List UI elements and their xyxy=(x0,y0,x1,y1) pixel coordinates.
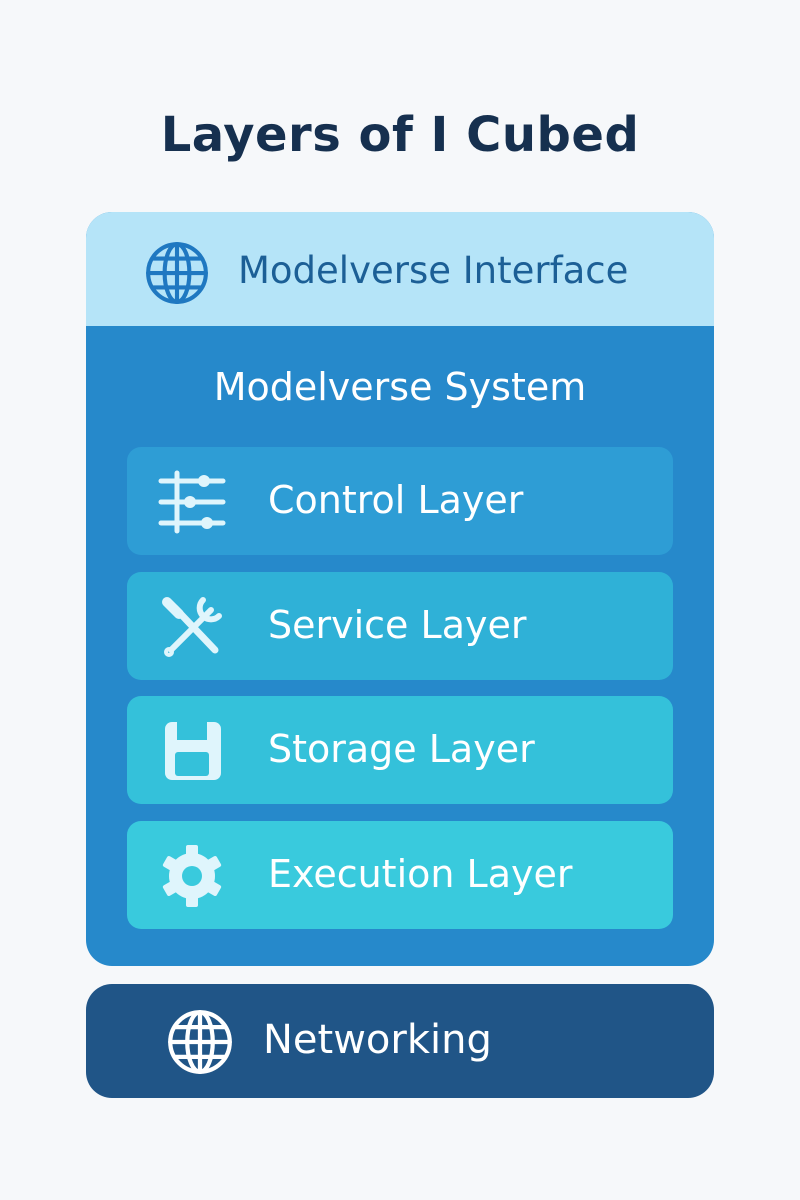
control-layer-label: Control Layer xyxy=(268,478,524,522)
modelverse-interface-bar: Modelverse Interface xyxy=(86,212,714,326)
gear-icon xyxy=(162,845,222,907)
service-layer-card: Service Layer xyxy=(127,572,673,680)
tools-icon xyxy=(162,597,222,657)
execution-layer-card: Execution Layer xyxy=(127,821,673,929)
sliders-icon xyxy=(158,470,226,534)
modelverse-interface-label: Modelverse Interface xyxy=(238,249,629,292)
storage-layer-card: Storage Layer xyxy=(127,696,673,804)
globe-icon xyxy=(168,1010,232,1074)
diagram-title: Layers of I Cubed xyxy=(160,107,640,163)
control-layer-card: Control Layer xyxy=(127,447,673,555)
networking-bar: Networking xyxy=(86,984,714,1098)
modelverse-system-label: Modelverse System xyxy=(213,365,587,409)
networking-label: Networking xyxy=(263,1017,492,1063)
storage-layer-label: Storage Layer xyxy=(268,727,535,771)
service-layer-label: Service Layer xyxy=(268,603,527,647)
execution-layer-label: Execution Layer xyxy=(268,852,573,896)
floppy-disk-icon xyxy=(165,722,221,780)
globe-icon xyxy=(146,242,208,304)
modelverse-stack: Modelverse Interface Modelverse System C… xyxy=(86,212,714,966)
